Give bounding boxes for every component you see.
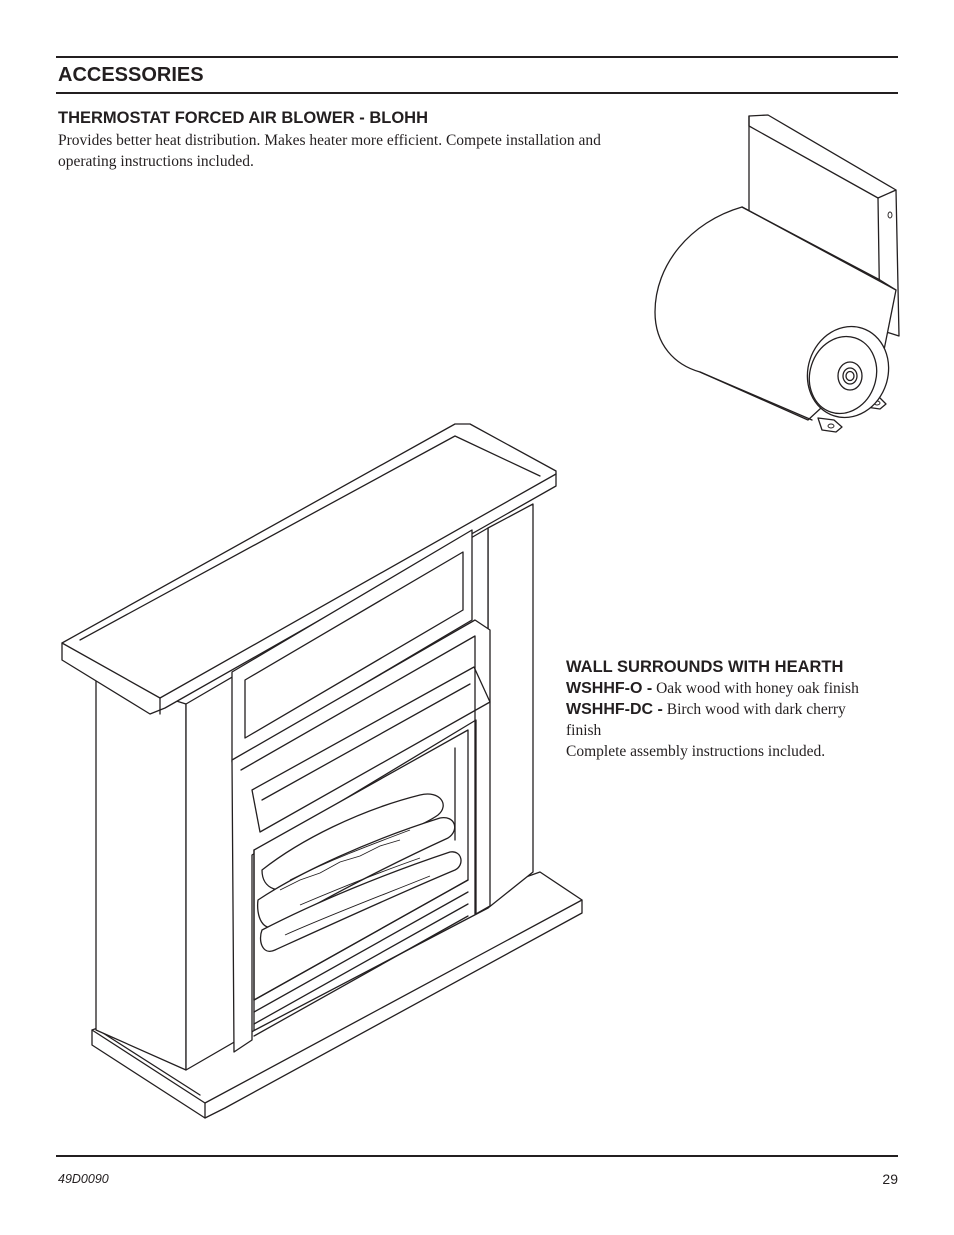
surround-item-cherry: WSHHF-DC - Birch wood with dark cherry f… [566,699,846,741]
top-rule [56,56,898,58]
surrounds-heading: WALL SURROUNDS WITH HEARTH [566,658,844,676]
blower-description: Provides better heat distribution. Makes… [58,132,601,170]
blower-heading: THERMOSTAT FORCED AIR BLOWER - BLOHH [58,109,428,127]
surrounds-section: WALL SURROUNDS WITH HEARTH WSHHF-O - Oak… [566,657,906,762]
section-title: ACCESSORIES [58,64,204,86]
model-description: Birch wood with dark cherry finish [566,701,846,739]
model-description: Oak wood with honey oak finish [656,680,859,697]
fireplace-illustration [61,423,583,1119]
model-code: WSHHF-DC - [566,701,663,718]
model-code: WSHHF-O - [566,680,653,697]
page-number: 29 [882,1171,898,1187]
surround-item-oak: WSHHF-O - Oak wood with honey oak finish [566,678,906,699]
section-rule [56,92,898,94]
footer-rule [56,1155,898,1157]
doc-number: 49D0090 [58,1172,109,1186]
surrounds-note: Complete assembly instructions included. [566,743,826,760]
blower-illustration [654,114,900,433]
